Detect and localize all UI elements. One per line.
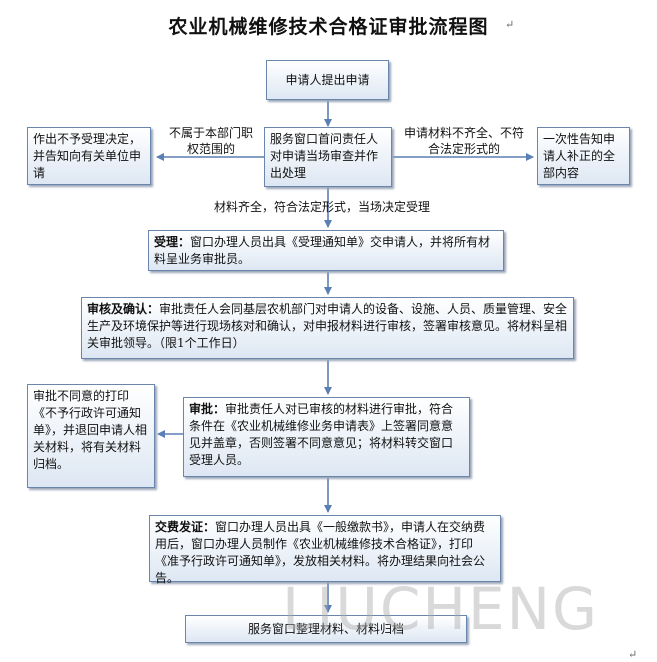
node-approve-text: 审批责任人对已审核的材料进行审批，符合条件在《农业机械维修业务申请表》上签署同意…	[189, 402, 454, 467]
node-accept-heading: 受理：	[154, 235, 191, 249]
node-review-text: 审批责任人会同基层农机部门对申请人的设备、设施、人员、质量管理、安全生产及环境保…	[87, 302, 568, 350]
node-apply-text: 申请人提出申请	[285, 73, 370, 87]
node-issue: 交费发证：窗口办理人员出具《一般缴款书》，申请人在交纳费用后，窗口办理人员制作《…	[149, 515, 501, 585]
node-reject-left-text: 作出不予受理决定，并告知向有关单位申请	[33, 132, 142, 180]
node-accept: 受理：窗口办理人员出具《受理通知单》交申请人，并将所有材料呈业务审批员。	[148, 230, 504, 271]
node-accept-text: 窗口办理人员出具《受理通知单》交申请人，并将所有材料呈业务审批员。	[154, 235, 491, 266]
node-issue-heading: 交费发证：	[155, 520, 216, 534]
page-title: 农业机械维修技术合格证审批流程图	[168, 16, 489, 38]
node-archive-text: 服务窗口整理材料、材料归档	[247, 622, 404, 636]
node-approve-heading: 审批：	[189, 402, 226, 416]
paragraph-mark-bottom: ↵	[628, 648, 638, 661]
node-notify-right: 一次性告知申请人补正的全部内容	[537, 127, 630, 185]
node-disagree: 审批不同意的打印《不予行政许可通知单》，并退回申请人相关材料，将有关材料归档。	[27, 384, 155, 488]
node-disagree-text: 审批不同意的打印《不予行政许可通知单》，并退回申请人相关材料，将有关材料归档。	[33, 389, 148, 471]
node-archive: 服务窗口整理材料、材料归档	[185, 615, 467, 643]
node-approve: 审批：审批责任人对已审核的材料进行审批，符合条件在《农业机械维修业务申请表》上签…	[183, 397, 470, 477]
node-review-heading: 审核及确认：	[87, 302, 160, 316]
paragraph-mark: ↵	[505, 18, 515, 31]
node-reject-left: 作出不予受理决定，并告知向有关单位申请	[27, 127, 151, 185]
node-apply: 申请人提出申请	[266, 60, 389, 100]
node-review: 审核及确认：审批责任人会同基层农机部门对申请人的设备、设施、人员、质量管理、安全…	[81, 297, 574, 359]
node-window-check: 服务窗口首问责任人对申请当场审查并作出处理	[264, 127, 392, 187]
node-window-check-text: 服务窗口首问责任人对申请当场审查并作出处理	[270, 132, 379, 180]
node-issue-text: 窗口办理人员出具《一般缴款书》，申请人在交纳费用后，窗口办理人员制作《农业机械维…	[155, 520, 486, 585]
edge-label-not-in-scope: 不属于本部门职权范围的	[168, 126, 253, 156]
node-notify-right-text: 一次性告知申请人补正的全部内容	[543, 132, 616, 180]
edge-label-complete: 材料齐全，符合法定形式，当场决定受理	[213, 200, 430, 214]
edge-label-incomplete: 申请材料不齐全、不符合法定形式的	[403, 126, 524, 156]
